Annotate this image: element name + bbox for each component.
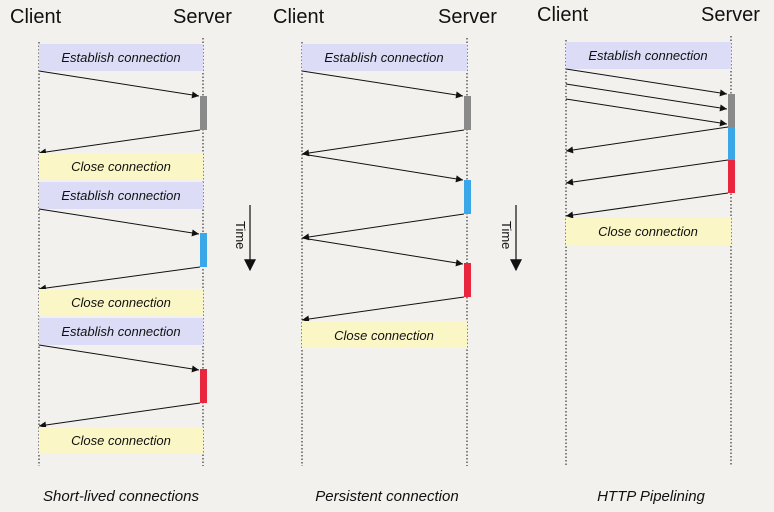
establish-connection-band <box>39 182 203 209</box>
close-connection-label: Close connection <box>71 433 171 448</box>
request-arrow <box>301 237 464 267</box>
client-label: Client <box>273 6 325 28</box>
close-connection-band <box>39 427 203 454</box>
time-label: Time <box>233 221 248 249</box>
request-arrow <box>38 344 200 373</box>
response-arrow <box>565 126 729 154</box>
request-arrow <box>565 68 728 97</box>
establish-connection-label: Establish connection <box>61 50 180 65</box>
client-label: Client <box>537 4 589 26</box>
request-arrow <box>38 208 200 237</box>
server-processing-blue <box>200 233 207 267</box>
request-arrow <box>38 70 200 99</box>
response-arrow <box>301 296 465 323</box>
server-processing-gray <box>200 96 207 130</box>
request-arrow <box>565 98 728 127</box>
server-processing-blue <box>728 127 735 160</box>
server-label: Server <box>438 6 497 28</box>
time-arrow-2: Time <box>499 205 522 272</box>
caption-persistent: Persistent connection <box>315 488 458 505</box>
persistent-panel: Client Server Establish connection Close… <box>273 6 497 505</box>
caption-short-lived: Short-lived connections <box>43 488 199 505</box>
pipelining-panel: Client Server Establish connection Close… <box>537 4 760 505</box>
time-label: Time <box>499 221 514 249</box>
close-connection-label: Close connection <box>71 159 171 174</box>
close-connection-band <box>39 289 203 316</box>
close-connection-band <box>302 321 467 348</box>
close-connection-band <box>39 153 203 180</box>
server-processing-red <box>464 263 471 297</box>
establish-connection-band <box>566 42 731 69</box>
response-arrow <box>565 159 729 186</box>
request-arrow <box>301 153 464 183</box>
response-arrow <box>38 129 201 156</box>
establish-connection-band <box>302 44 467 71</box>
request-arrow <box>301 70 464 99</box>
time-arrow-1: Time <box>233 205 256 272</box>
client-label: Client <box>10 6 62 28</box>
close-connection-label: Close connection <box>598 224 698 239</box>
server-processing-red <box>200 369 207 403</box>
close-connection-label: Close connection <box>71 295 171 310</box>
close-connection-band <box>566 218 731 245</box>
establish-connection-label: Establish connection <box>324 50 443 65</box>
server-processing-gray <box>464 96 471 130</box>
caption-pipelining: HTTP Pipelining <box>597 488 705 505</box>
response-arrow <box>301 213 465 241</box>
request-arrow <box>565 83 728 112</box>
establish-connection-band <box>39 44 203 71</box>
establish-connection-label: Establish connection <box>588 48 707 63</box>
establish-connection-label: Establish connection <box>61 188 180 203</box>
establish-connection-label: Establish connection <box>61 324 180 339</box>
server-label: Server <box>701 4 760 26</box>
response-arrow <box>565 192 729 219</box>
server-processing-gray <box>728 94 735 127</box>
response-arrow <box>38 266 201 292</box>
server-processing-red <box>728 160 735 193</box>
server-processing-blue <box>464 180 471 214</box>
server-label: Server <box>173 6 232 28</box>
close-connection-label: Close connection <box>334 328 434 343</box>
short-lived-panel: Client Server Establish connection Close… <box>10 6 232 505</box>
response-arrow <box>38 402 201 429</box>
establish-connection-band <box>39 318 203 345</box>
response-arrow <box>301 129 465 157</box>
